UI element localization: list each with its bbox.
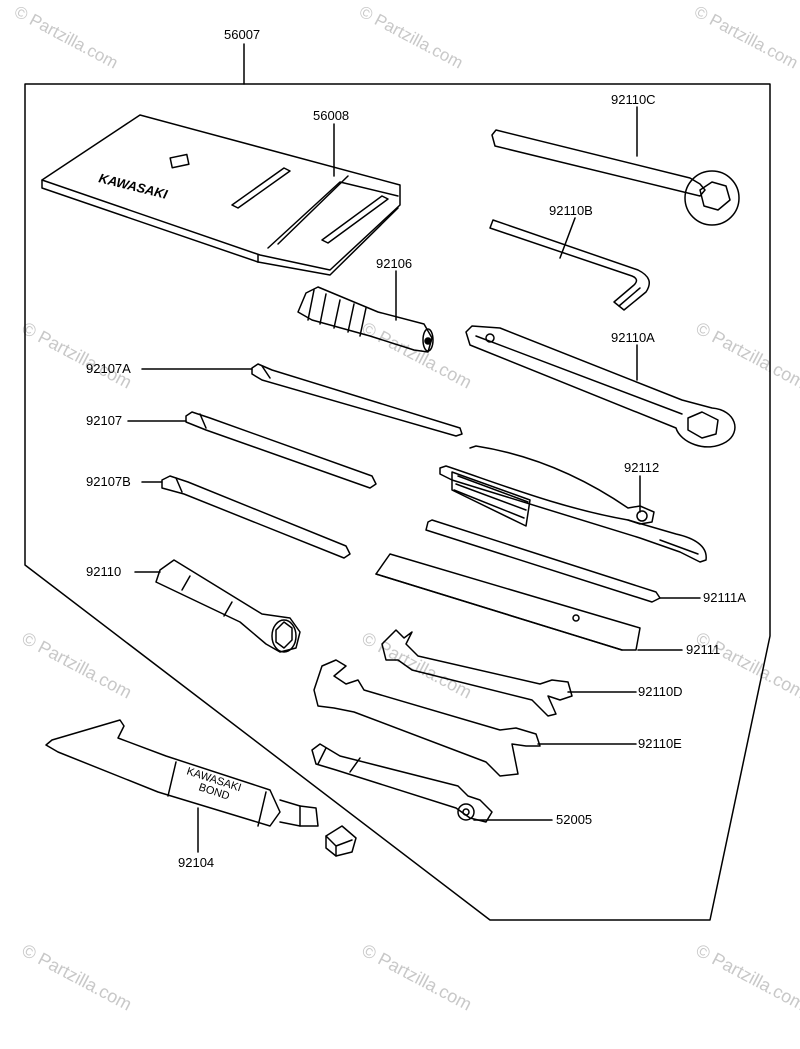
label-92104: 92104 bbox=[178, 855, 215, 870]
label-92111a: 92111A bbox=[703, 590, 746, 605]
label-92107a: 92107A bbox=[86, 361, 131, 376]
label-92110a: 92110A bbox=[611, 330, 655, 345]
screwdriver-bit-92107a-icon bbox=[251, 363, 463, 437]
label-52005: 52005 bbox=[556, 812, 593, 827]
spark-plug-socket-92110-icon bbox=[155, 559, 301, 653]
open-wrench-92110e-icon bbox=[313, 659, 541, 777]
tool-pouch-icon bbox=[41, 114, 401, 276]
label-92107: 92107 bbox=[86, 413, 123, 428]
label-92110c: 92110C bbox=[611, 92, 656, 107]
label-92110b: 92110B bbox=[549, 203, 593, 218]
bar-92111-icon bbox=[375, 553, 641, 651]
screwdriver-92107b-icon bbox=[161, 475, 351, 559]
bar-92111a-icon bbox=[425, 519, 661, 603]
hex-key-92110b-icon bbox=[489, 219, 651, 311]
drive-tool-52005-icon bbox=[311, 743, 493, 823]
label-92112: 92112 bbox=[624, 460, 660, 475]
wrench-92110a-icon bbox=[465, 325, 736, 448]
label-92107b: 92107B bbox=[86, 474, 131, 489]
label-56008: 56008 bbox=[313, 108, 350, 123]
label-92110e: 92110E bbox=[638, 736, 682, 751]
label-92111: 92111 bbox=[686, 642, 721, 657]
label-kit: 56007 bbox=[224, 27, 261, 42]
screwdriver-92107-icon bbox=[185, 411, 377, 489]
label-92106: 92106 bbox=[376, 256, 413, 271]
pouch-brand-mark: KAWASAKI bbox=[97, 170, 169, 202]
kit-boundary bbox=[24, 83, 771, 921]
bond-tube-92104-icon bbox=[45, 719, 357, 857]
label-92110: 92110 bbox=[86, 564, 122, 579]
leader-92110b bbox=[559, 217, 576, 259]
open-wrench-92110d-icon bbox=[381, 629, 573, 717]
wrench-92110c-icon bbox=[491, 129, 740, 226]
screwdriver-handle-92106-icon bbox=[297, 286, 434, 353]
label-92110d: 92110D bbox=[638, 684, 683, 699]
pliers-92112-icon bbox=[439, 445, 707, 563]
